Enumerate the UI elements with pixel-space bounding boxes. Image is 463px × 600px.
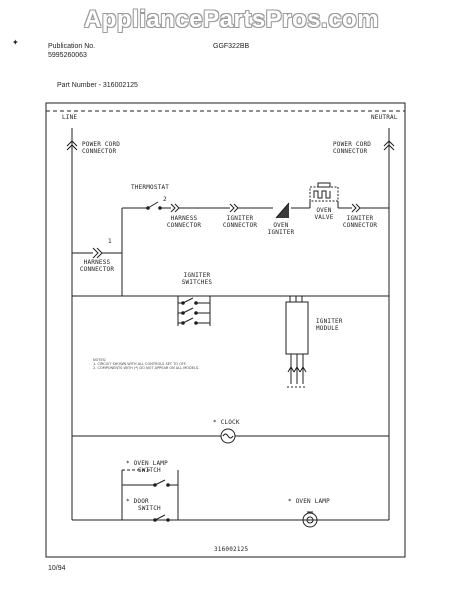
model-number: GGF322BB bbox=[213, 43, 250, 50]
oven-lamp-bulb bbox=[303, 513, 317, 527]
thermostat-switch bbox=[148, 202, 158, 208]
line-label: LINE bbox=[62, 114, 78, 121]
oven-igniter-element bbox=[276, 203, 289, 218]
margin-mark: ✦ bbox=[12, 38, 19, 47]
igniter-connector-right bbox=[352, 204, 356, 212]
part-number: Part Number - 316002125 bbox=[57, 82, 138, 89]
diagram-footer-part-number: 316002125 bbox=[214, 546, 249, 553]
power-cord-connector-left bbox=[67, 141, 77, 146]
igniter-module bbox=[286, 302, 308, 354]
publication-number: 5995260063 bbox=[48, 52, 87, 59]
oven-lamp-switch bbox=[155, 480, 165, 485]
igniter-switch-contacts bbox=[178, 298, 210, 324]
diagram-notes: NOTES: 1. CIRCUIT SHOWN WITH ALL CONTROL… bbox=[93, 358, 200, 370]
door-switch bbox=[155, 515, 165, 520]
oven-lamp-switch-label: * OVEN LAMP SWITCH bbox=[126, 460, 168, 474]
thermostat-label: THERMOSTAT bbox=[131, 184, 170, 191]
oven-lamp-label: * OVEN LAMP bbox=[288, 498, 330, 505]
power-cord-connector-right bbox=[384, 141, 394, 146]
publication-date: 10/94 bbox=[48, 565, 66, 572]
door-switch-label: * DOOR SWITCH bbox=[126, 498, 161, 512]
watermark-logo: AppliancePartsPros.com bbox=[83, 6, 380, 33]
igniter-connector-mid bbox=[230, 204, 234, 212]
harness-connector-left bbox=[93, 248, 98, 258]
wire-number-2: 2 bbox=[163, 196, 167, 203]
neutral-label: NEUTRAL bbox=[371, 114, 398, 121]
diagram-frame bbox=[46, 103, 405, 557]
wire-number-1: 1 bbox=[108, 238, 112, 245]
harness-connector-top bbox=[171, 204, 175, 212]
publication-label: Publication No. bbox=[48, 43, 96, 50]
clock-label: * CLOCK bbox=[213, 419, 240, 426]
